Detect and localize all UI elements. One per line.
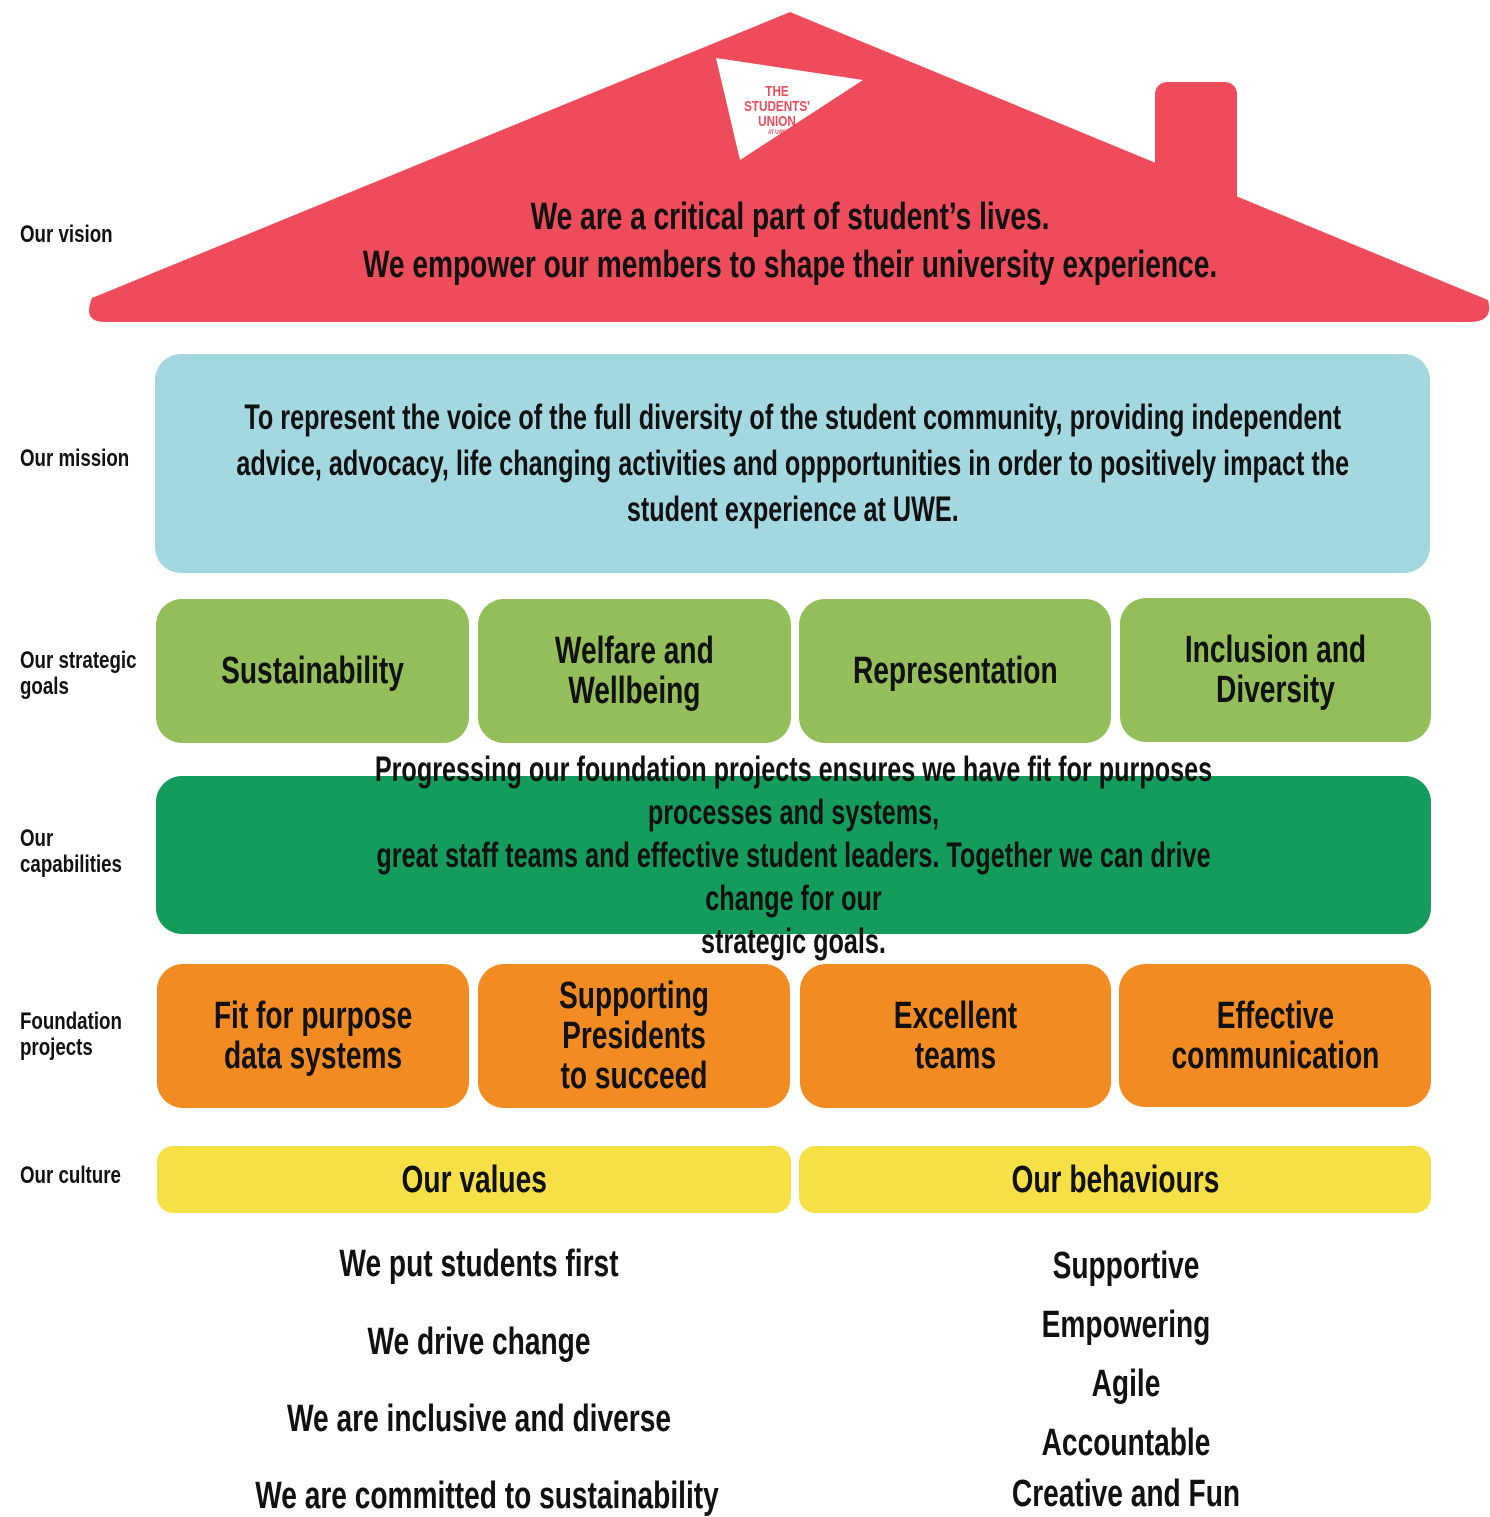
value-item: We are inclusive and diverse [287, 1398, 671, 1440]
behaviours-heading: Our behaviours [1011, 1158, 1219, 1201]
students-union-logo-pennant [716, 58, 863, 160]
project-box-communication: Effective communication [1119, 964, 1431, 1107]
goal-label: Representation [852, 650, 1058, 692]
goal-label: Sustainability [221, 650, 404, 692]
label-capabilities: Our capabilities [20, 825, 122, 878]
goal-box-welfare: Welfare and Wellbeing [478, 599, 791, 743]
project-box-teams: Excellent teams [800, 964, 1111, 1108]
label-foundation-projects: Foundation projects [20, 1008, 122, 1061]
values-heading: Our values [401, 1158, 547, 1201]
label-strategic-goals: Our strategic goals [20, 647, 137, 700]
mission-statement: To represent the voice of the full diver… [236, 397, 1349, 529]
project-label: Excellent teams [893, 995, 1018, 1077]
students-union-logo: THE STUDENTS' UNION AT UWE [734, 84, 820, 137]
project-label: Supporting Presidents to succeed [559, 975, 709, 1097]
behaviours-heading-box: Our behaviours [799, 1146, 1431, 1213]
values-heading-box: Our values [157, 1146, 791, 1213]
goal-label: Welfare and Wellbeing [555, 630, 714, 712]
logo-line-2: UNION [758, 113, 796, 130]
goal-box-representation: Representation [799, 599, 1111, 743]
value-item: We drive change [367, 1321, 591, 1363]
behaviour-item: Creative and Fun [1011, 1473, 1241, 1515]
capabilities-box: Progressing our foundation projects ensu… [156, 750, 1431, 961]
label-culture: Our culture [20, 1162, 121, 1189]
behaviour-item: Agile [1091, 1363, 1161, 1405]
behaviour-item: Empowering [1041, 1304, 1211, 1346]
vision-statement: We are a critical part of student’s live… [362, 196, 1218, 286]
value-item: We are committed to sustainability [255, 1475, 719, 1517]
label-vision: Our vision [20, 221, 113, 248]
value-item: We put students first [339, 1243, 619, 1285]
goal-box-sustainability: Sustainability [156, 599, 469, 743]
goal-label: Inclusion and Diversity [1184, 629, 1367, 711]
project-label: Fit for purpose data systems [213, 995, 413, 1077]
project-label: Effective communication [1171, 994, 1379, 1077]
behaviour-item: Accountable [1041, 1422, 1211, 1464]
logo-line-3: AT UWE [767, 130, 787, 136]
mission-box: To represent the voice of the full diver… [155, 354, 1430, 573]
house-roof [88, 12, 1490, 322]
capabilities-statement: Progressing our foundation projects ensu… [374, 749, 1213, 961]
project-box-presidents: Supporting Presidents to succeed [478, 964, 790, 1108]
project-box-data-systems: Fit for purpose data systems [157, 964, 469, 1108]
goal-box-inclusion: Inclusion and Diversity [1120, 598, 1431, 742]
behaviour-item: Supportive [1052, 1245, 1200, 1287]
roof-shape [88, 12, 1490, 322]
label-mission: Our mission [20, 445, 130, 472]
logo-line-1: THE STUDENTS' [744, 83, 810, 115]
